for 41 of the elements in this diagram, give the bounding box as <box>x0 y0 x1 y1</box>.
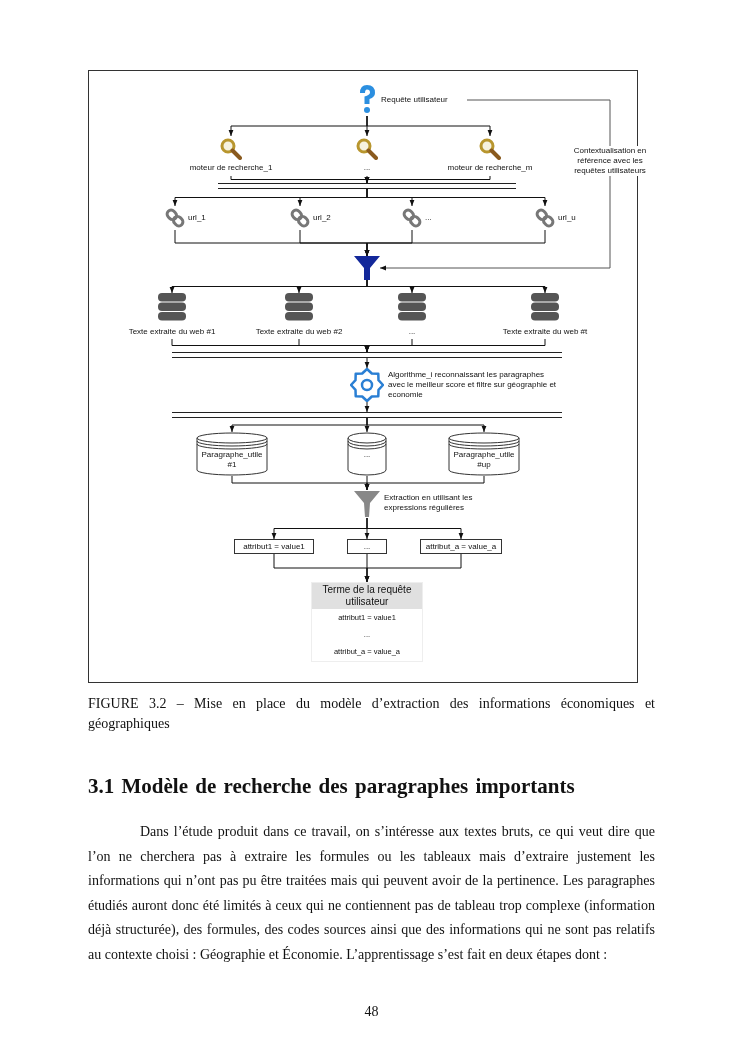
table-header: Terme de la requête utilisateur <box>312 583 422 609</box>
node-label: Algorithme_i reconnaissant les paragraphes avec le meilleur score et filtre sur géographie et economie <box>388 370 558 400</box>
node-label: Paragraphe_utile #up <box>452 450 516 470</box>
arrow <box>364 401 370 413</box>
node-label: ... <box>407 327 417 337</box>
body-paragraph: Dans l’étude produit dans ce travail, on s’intéresse aux textes bruts, ce qui veut dire que l’on ne cherchera pas à extraire les formules ou les tableaux mais d’extraire justement les informations qui n’ont pas pu être traitées mais qui peuvent avoir de la pertinence. Les paragraphes étudiés auront donc été limités à ceux qui ne contiennent pas de tableau trop complexe (information déjà structurée), des formules, des codes sources ainsi que des informations qui ne sont pas relatifs au contexte choisi : Géographie et Économie. L’apprentissage s’est fait en deux étapes dont : <box>88 823 655 964</box>
arrow <box>364 338 546 353</box>
double-bar <box>172 352 562 358</box>
node-label: Texte extraite du web #t <box>501 327 589 337</box>
node-label: ... <box>425 213 432 223</box>
arrow <box>364 175 491 184</box>
double-bar <box>218 183 516 189</box>
arrow <box>366 417 487 433</box>
arrow <box>364 229 546 257</box>
node-label: Texte extraite du web #1 <box>127 327 217 337</box>
attribute-box: attribut1 = value1 <box>234 539 314 554</box>
node-label: moteur de recherche_m <box>446 163 534 173</box>
node-label: moteur de recherche_1 <box>188 163 274 173</box>
node-label: Texte extraite du web #2 <box>254 327 344 337</box>
figure-caption: FIGURE 3.2 – Mise en place du modèle d’extraction des informations économiques et géographiques <box>88 695 655 733</box>
page-number: 48 <box>363 1004 380 1020</box>
double-bar <box>172 412 562 418</box>
arrow <box>366 279 548 294</box>
attribute-box: ... <box>347 539 387 554</box>
arrow <box>379 99 611 271</box>
arrow <box>364 553 462 583</box>
section-heading: 3.1 Modèle de recherche des paragraphes importants <box>88 774 575 799</box>
node-label: Requête utilisateur <box>381 95 448 105</box>
node-label: Extraction en utilisant les expressions régulières <box>384 493 474 513</box>
node-label: url_u <box>558 213 576 223</box>
arrow <box>366 188 548 207</box>
attribute-box: attribut_a = value_a <box>420 539 502 554</box>
arrow <box>364 475 485 491</box>
node-label: url_2 <box>313 213 331 223</box>
node-label: url_1 <box>188 213 206 223</box>
arrow <box>366 115 493 137</box>
arrow <box>364 357 370 369</box>
node-label: ... <box>362 450 372 460</box>
node-label: ... <box>362 163 372 173</box>
node-label: Paragraphe_utile #1 <box>200 450 264 470</box>
arrow <box>366 517 464 540</box>
